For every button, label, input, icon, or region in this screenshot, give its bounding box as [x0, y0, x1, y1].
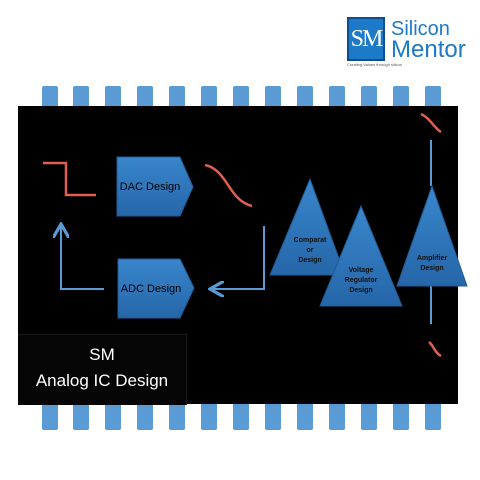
- step-signal: [43, 161, 96, 197]
- dac-block: [116, 156, 194, 217]
- chip-pin-bottom: [42, 400, 58, 430]
- title-line-1: SM: [89, 345, 115, 364]
- comparator-label-line3: Design: [298, 257, 322, 264]
- title-panel: SM Analog IC Design: [18, 334, 187, 405]
- amplifier-block: [396, 184, 468, 287]
- amp-input-curve: [420, 112, 442, 134]
- comparator-label-line1: Comparat: [293, 237, 327, 244]
- chip-pin-bottom: [297, 400, 313, 430]
- chip-pin-top: [169, 86, 185, 110]
- comparator-block: [269, 177, 346, 276]
- chip-pin-bottom: [361, 400, 377, 430]
- logo-word-bottom: Mentor: [391, 36, 466, 63]
- chip-pin-bottom: [137, 400, 153, 430]
- chip-pin-top: [201, 86, 217, 110]
- adc-label: ADC Design: [120, 283, 182, 295]
- feedback-arrow: [212, 226, 265, 289]
- amp-output-curve: [428, 341, 442, 358]
- dac-output-curve: [204, 163, 253, 208]
- title-line-2: Analog IC Design: [35, 371, 169, 390]
- voltage-regulator-label-line3: Design: [349, 287, 373, 294]
- chip-pin-top: [393, 86, 409, 110]
- chip-pin-top: [329, 86, 345, 110]
- chip-pin-top: [361, 86, 377, 110]
- chip-pin-bottom: [329, 400, 345, 430]
- chip-pin-top: [137, 86, 153, 110]
- chip-pin-top: [42, 86, 58, 110]
- chip-pin-bottom: [425, 400, 441, 430]
- logo-mark: SM: [347, 17, 385, 61]
- chip-pin-bottom: [105, 400, 121, 430]
- chip-pin-bottom: [233, 400, 249, 430]
- chip-pin-top: [265, 86, 281, 110]
- logo-word-top: Silicon: [391, 18, 450, 40]
- chip-pin-bottom: [169, 400, 185, 430]
- chip-pin-bottom: [393, 400, 409, 430]
- amplifier-label-line2: Design: [420, 265, 444, 272]
- chip-pin-bottom: [201, 400, 217, 430]
- silicon-mentor-logo: SM Silicon Mentor Creating Values throug…: [347, 17, 475, 69]
- chip-pin-top: [297, 86, 313, 110]
- voltage-regulator-label-line1: Voltage: [348, 267, 374, 274]
- amplifier-label-line1: Amplifier: [416, 255, 448, 262]
- chip-pin-top: [425, 86, 441, 110]
- adc-block: [117, 258, 195, 319]
- comparator-label-line2: or: [306, 247, 314, 254]
- chip-pin-bottom: [73, 400, 89, 430]
- dac-label: DAC Design: [119, 181, 181, 193]
- chip-pin-top: [73, 86, 89, 110]
- chip-pin-top: [233, 86, 249, 110]
- loop-arrow: [61, 226, 104, 290]
- logo-tagline: Creating Values through silicon: [347, 62, 403, 67]
- chip-pin-top: [105, 86, 121, 110]
- chip-pin-bottom: [265, 400, 281, 430]
- voltage-regulator-block: [319, 204, 403, 307]
- voltage-regulator-label-line2: Regulator: [344, 277, 378, 284]
